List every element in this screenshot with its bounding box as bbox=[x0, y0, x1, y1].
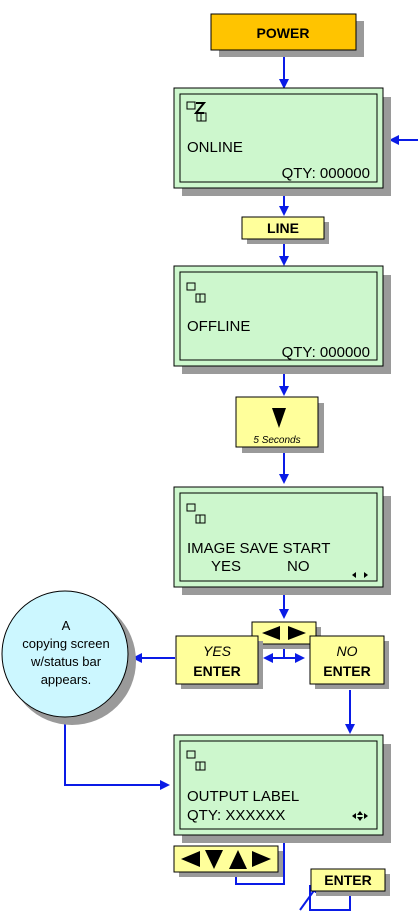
line-button[interactable]: LINE bbox=[241, 216, 329, 244]
image-save-label: IMAGE SAVE START bbox=[187, 540, 330, 557]
enter-button[interactable]: ENTER bbox=[310, 868, 390, 896]
down-key[interactable]: 5 Seconds bbox=[235, 396, 324, 453]
connectors bbox=[64, 55, 418, 911]
status-icon bbox=[186, 282, 206, 303]
output-label-text: OUTPUT LABEL bbox=[187, 788, 299, 805]
option-yes: YES bbox=[211, 558, 241, 575]
down-arrow-icon bbox=[272, 408, 286, 428]
output-qty-text: QTY: XXXXXX bbox=[187, 807, 285, 824]
left-right-indicator-icon bbox=[352, 572, 368, 578]
yes-label: YES bbox=[203, 643, 232, 659]
qty-offline: QTY: 000000 bbox=[282, 344, 370, 361]
yes-enter-button[interactable]: YES ENTER bbox=[175, 635, 263, 689]
arrow-bubble-to-output bbox=[64, 695, 170, 790]
bubble-line-2: copying screen bbox=[22, 636, 109, 651]
line-label: LINE bbox=[267, 220, 299, 236]
bubble-line-1: A bbox=[62, 618, 71, 633]
bubble-line-3: w/status bar bbox=[30, 654, 102, 669]
no-enter-button[interactable]: NO ENTER bbox=[309, 635, 389, 689]
status-online: ONLINE bbox=[187, 139, 243, 156]
option-no: NO bbox=[287, 558, 310, 575]
lcd-screen-offline: OFFLINE QTY: 000000 bbox=[173, 265, 391, 374]
nav-right-arrow-icon bbox=[252, 851, 271, 867]
power-button[interactable]: POWER bbox=[210, 13, 364, 57]
status-offline: OFFLINE bbox=[187, 318, 250, 335]
bubble-line-4: appears. bbox=[41, 672, 92, 687]
qty-online: QTY: 000000 bbox=[282, 165, 370, 182]
status-icon bbox=[186, 750, 206, 771]
standby-icon bbox=[186, 101, 207, 122]
nav-left-arrow-icon bbox=[181, 851, 200, 867]
loop-nav-keys bbox=[235, 832, 285, 885]
lcd-screen-online: ONLINE QTY: 000000 bbox=[173, 87, 391, 196]
navigation-keys[interactable] bbox=[173, 845, 283, 877]
no-label: NO bbox=[337, 643, 358, 659]
yes-enter-label: ENTER bbox=[193, 663, 240, 679]
no-enter-label: ENTER bbox=[323, 663, 370, 679]
enter-label: ENTER bbox=[324, 872, 371, 888]
nav-down-arrow-icon bbox=[205, 850, 223, 869]
lcd-screen-image-save: IMAGE SAVE START YES NO bbox=[173, 486, 391, 595]
copying-screen-bubble: A copying screen w/status bar appears. bbox=[1, 590, 136, 725]
lcd-screen-output: OUTPUT LABEL QTY: XXXXXX bbox=[173, 734, 391, 843]
right-arrow-icon bbox=[288, 626, 306, 640]
left-arrow-icon bbox=[262, 626, 280, 640]
left-right-key[interactable] bbox=[251, 621, 321, 649]
power-label: POWER bbox=[257, 25, 310, 41]
down-key-caption: 5 Seconds bbox=[253, 435, 300, 446]
four-way-indicator-icon bbox=[352, 811, 368, 821]
nav-up-arrow-icon bbox=[229, 850, 247, 869]
status-icon bbox=[186, 503, 206, 524]
